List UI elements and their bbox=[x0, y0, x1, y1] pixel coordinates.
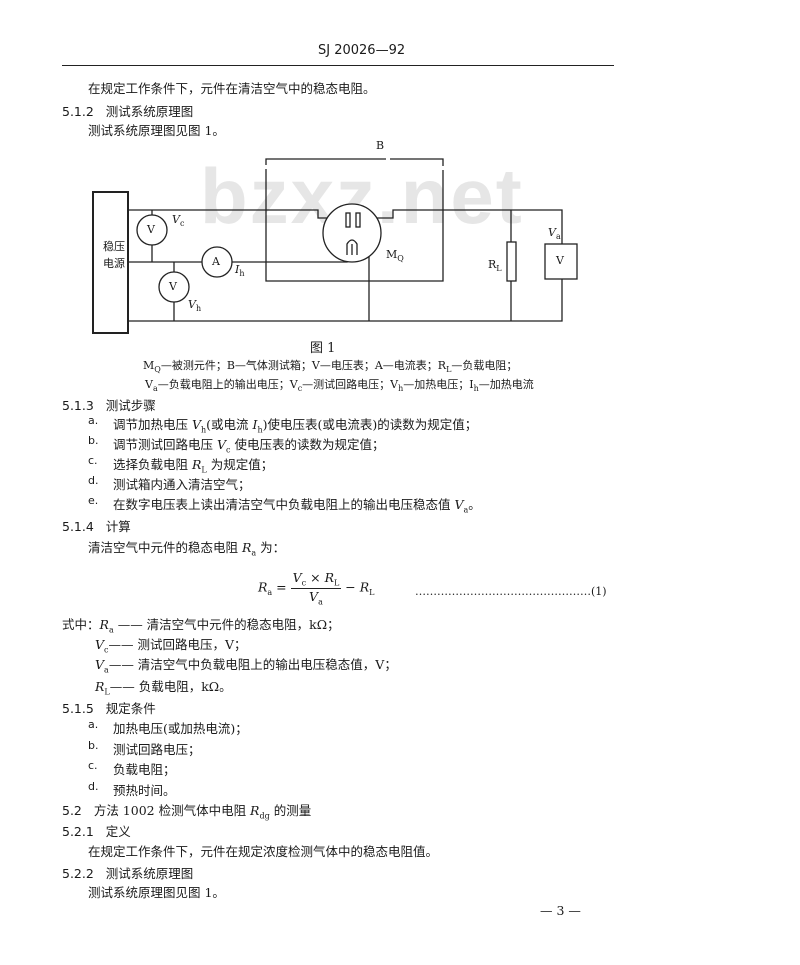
symbol-definition: Va—— 清洁空气中负载电阻上的输出电压稳态值，V； bbox=[95, 657, 397, 675]
list-item: 测试回路电压； bbox=[113, 741, 201, 757]
label-vh: Vh bbox=[188, 298, 202, 314]
intro-text: 在规定工作条件下，元件在清洁空气中的稳态电阻。 bbox=[88, 81, 376, 96]
label-mq: MQ bbox=[386, 248, 404, 264]
section-5-1-2: 5.1.2 测试系统原理图 bbox=[62, 104, 194, 119]
list-marker: b. bbox=[88, 434, 99, 447]
list-item: 调节加热电压 Vh(或电流 Ih)使电压表(或电流表)的读数为规定值； bbox=[113, 417, 478, 435]
ammeter bbox=[201, 246, 233, 278]
label-va: Va bbox=[548, 226, 561, 242]
section-5-1-3: 5.1.3 测试步骤 bbox=[62, 398, 156, 413]
label-b: B bbox=[376, 139, 385, 152]
list-item: 预热时间。 bbox=[113, 782, 176, 798]
section-5-2-2: 5.2.2 测试系统原理图 bbox=[62, 866, 194, 881]
list-item: 调节测试回路电压 Vc 使电压表的读数为规定值； bbox=[113, 437, 385, 455]
electrode bbox=[355, 212, 361, 228]
digital-voltmeter bbox=[544, 243, 578, 280]
list-item: 在数字电压表上读出清洁空气中负载电阻上的输出电压稳态值 Va。 bbox=[113, 497, 481, 515]
load-resistor bbox=[506, 241, 517, 282]
symbol-definition: RL—— 负载电阻，kΩ。 bbox=[95, 679, 232, 697]
list-marker: d. bbox=[88, 779, 99, 793]
electrode bbox=[345, 212, 351, 228]
list-item: 负载电阻； bbox=[113, 762, 176, 777]
section-text: 测试系统原理图见图 1。 bbox=[88, 885, 225, 900]
voltmeter-vc bbox=[136, 214, 168, 246]
label-ih: Ih bbox=[235, 263, 245, 279]
list-item: 选择负载电阻 RL 为规定值； bbox=[113, 457, 274, 475]
list-marker: a. bbox=[88, 414, 99, 427]
list-marker: e. bbox=[88, 494, 99, 507]
list-marker: a. bbox=[88, 718, 99, 731]
vc-meter-symbol: V bbox=[147, 223, 155, 236]
section-text: 清洁空气中元件的稳态电阻 Ra 为： bbox=[88, 540, 286, 558]
voltmeter-vh bbox=[158, 271, 190, 303]
label-rl: RL bbox=[488, 258, 502, 274]
page-header: SJ 20026—92 bbox=[318, 43, 406, 58]
list-marker: b. bbox=[88, 738, 99, 752]
label-vc: Vc bbox=[172, 213, 185, 229]
ammeter-symbol: A bbox=[212, 255, 220, 268]
page-number: — 3 — bbox=[540, 903, 581, 918]
list-item: 加热电压(或加热电流)； bbox=[113, 721, 248, 736]
power-supply-label: 稳压电源 bbox=[103, 240, 125, 270]
list-marker: c. bbox=[88, 759, 98, 772]
section-5-2: 5.2 方法 1002 检测气体中电阻 Rdg 的测量 bbox=[62, 803, 312, 821]
section-text: 在规定工作条件下，元件在规定浓度检测气体中的稳态电阻值。 bbox=[88, 844, 439, 859]
figure-caption-1: MQ—被测元件；B—气体测试箱；V—电压表；A—电流表；RL—负载电阻； bbox=[143, 359, 518, 375]
list-marker: d. bbox=[88, 474, 99, 487]
equation-number: …………………………………………(1) bbox=[415, 585, 607, 598]
section-text: 测试系统原理图见图 1。 bbox=[88, 123, 225, 138]
sensor-element bbox=[322, 203, 382, 263]
list-marker: c. bbox=[88, 454, 98, 467]
gas-test-box bbox=[265, 158, 444, 282]
circuit-diagram bbox=[92, 158, 578, 334]
figure-caption-2: Va—负载电阻上的输出电压；Vc—测试回路电压；Vh—加热电压；Ih—加热电流 bbox=[145, 378, 534, 394]
vh-meter-symbol: V bbox=[169, 280, 177, 293]
list-item: 测试箱内通入清洁空气； bbox=[113, 477, 251, 492]
section-5-2-1: 5.2.1 定义 bbox=[62, 824, 131, 839]
symbol-definition: 式中：Ra —— 清洁空气中元件的稳态电阻，kΩ； bbox=[62, 617, 340, 635]
va-meter-symbol: V bbox=[556, 254, 564, 267]
symbol-definition: Vc—— 测试回路电压，V； bbox=[95, 637, 247, 655]
section-5-1-5: 5.1.5 规定条件 bbox=[62, 701, 156, 716]
header-rule bbox=[62, 65, 614, 66]
section-5-1-4: 5.1.4 计算 bbox=[62, 519, 131, 534]
heater-coil bbox=[346, 239, 358, 255]
figure-title: 图 1 bbox=[310, 341, 336, 356]
